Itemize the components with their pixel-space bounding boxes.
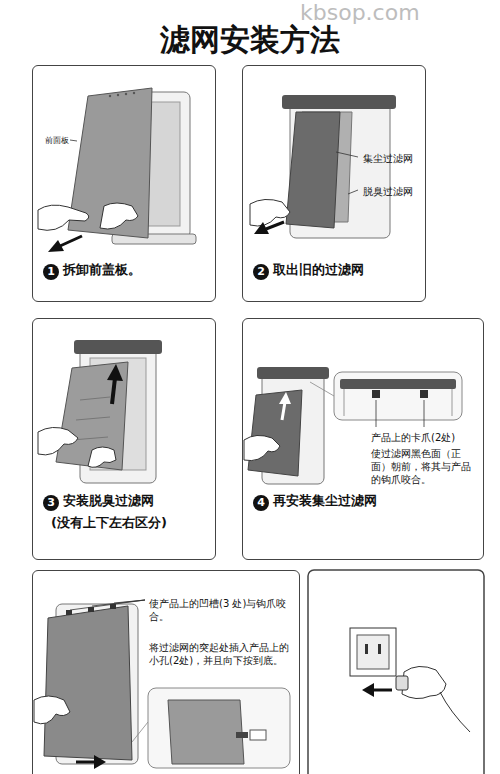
step-panel: 产品上的卡爪(2处) 使过滤网黑色面（正面）朝前，将其与产品的钩爪咬合。再安装集尘…	[242, 318, 484, 560]
step-panel: 安装脱臭过滤网 (没有上下左右区分) 3	[32, 318, 216, 560]
purifier-figure	[34, 600, 290, 769]
callout-number: 4	[253, 495, 269, 511]
step-panel: 集尘过滤网脱臭过滤网取出旧的过滤网2	[242, 65, 426, 302]
callout-note: 将过滤网的突起处插入产品上的小孔(2处)，并且向下按到底。	[149, 641, 293, 667]
callout-number: 3	[43, 495, 59, 511]
callout-number: 1	[43, 264, 59, 280]
callout-number: 4	[253, 495, 269, 511]
step-caption: 取出旧的过滤网	[273, 262, 364, 278]
callout-number: 3	[43, 495, 59, 511]
purifier-figure	[38, 340, 162, 483]
watermark: kbsop.com	[300, 0, 420, 26]
step-caption: 安装脱臭过滤网	[63, 493, 154, 509]
callout-note: 使过滤网黑色面（正面）朝前，将其与产品的钩爪咬合。	[371, 447, 479, 486]
purifier-figure	[250, 95, 396, 238]
step-note: (没有上下左右区分)	[51, 515, 167, 531]
step-caption: 拆卸前盖板。	[63, 262, 141, 278]
step-panel: 使产品上的凹槽(3 处)与钩爪咬合。将过滤网的突起处插入产品上的小孔(2处)，并…	[32, 570, 300, 774]
part-label: 脱臭过滤网	[363, 185, 413, 198]
callout-number: 2	[253, 264, 269, 280]
callout-note: 使产品上的凹槽(3 处)与钩爪咬合。	[149, 597, 293, 623]
part-label: 产品上的卡爪(2处)	[371, 431, 479, 444]
part-label: 前面板	[45, 136, 69, 146]
plug-figure	[350, 628, 470, 732]
panel-frame	[308, 570, 484, 774]
purifier-figure	[38, 88, 196, 252]
part-label: 集尘过滤网	[363, 152, 413, 165]
callout-number: 1	[43, 264, 59, 280]
step-caption: 再安装集尘过滤网	[273, 493, 377, 509]
page-title: 滤网安装方法	[0, 22, 500, 58]
callout-number: 2	[253, 264, 269, 280]
step-panel: 前面板拆卸前盖板。1	[32, 65, 216, 302]
